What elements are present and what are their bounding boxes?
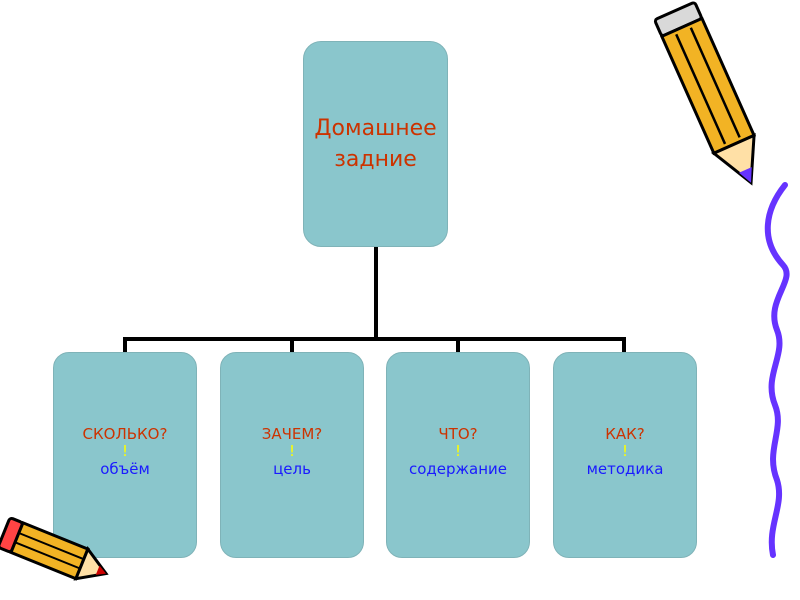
child-exclamation: ! [289, 443, 295, 459]
squiggle-line-icon [755, 180, 800, 560]
child-node-why: ЗАЧЕМ? ! цель [220, 352, 364, 558]
child-exclamation: ! [122, 443, 128, 459]
connector-drop-1 [123, 337, 127, 353]
child-exclamation: ! [455, 443, 461, 459]
root-title-line2: задние [334, 144, 417, 175]
connector-trunk [374, 247, 378, 338]
child-answer: цель [273, 459, 311, 479]
root-node: Домашнее задние [303, 41, 448, 247]
connector-drop-3 [456, 337, 460, 353]
child-question: ЗАЧЕМ? [262, 425, 323, 443]
connector-drop-4 [622, 337, 626, 353]
child-question: КАК? [605, 425, 645, 443]
child-question: ЧТО? [438, 425, 477, 443]
child-exclamation: ! [622, 443, 628, 459]
connector-drop-2 [290, 337, 294, 353]
child-answer: содержание [409, 459, 507, 479]
connector-bar [123, 337, 626, 341]
root-title-line1: Домашнее [314, 113, 436, 144]
child-node-how: КАК? ! методика [553, 352, 697, 558]
child-answer: методика [587, 459, 664, 479]
pencil-icon [0, 505, 120, 595]
pencil-icon [660, 0, 790, 195]
child-question: СКОЛЬКО? [83, 425, 168, 443]
child-node-what: ЧТО? ! содержание [386, 352, 530, 558]
child-answer: объём [100, 459, 150, 479]
